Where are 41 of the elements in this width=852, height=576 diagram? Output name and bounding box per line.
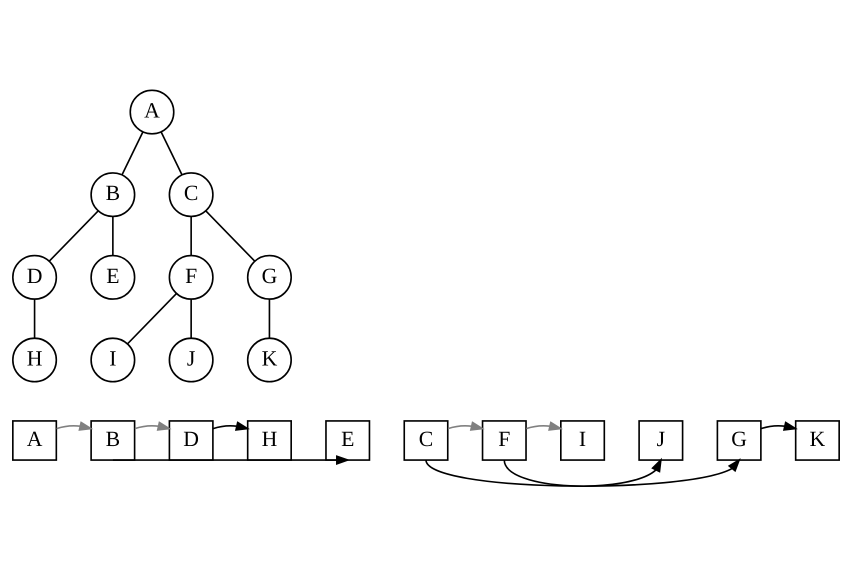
connector (160, 131, 183, 175)
arrow (760, 420, 798, 430)
node-circle: I (90, 336, 136, 382)
connector (34, 298, 36, 338)
node-circle: A (129, 89, 175, 134)
node-circle: H (12, 336, 58, 382)
node-box: E (325, 420, 370, 460)
node-circle: G (246, 254, 292, 300)
node-circle: D (12, 254, 58, 300)
node-box: F (482, 420, 527, 460)
node-box: C (403, 420, 449, 460)
node-circle: E (90, 254, 136, 300)
connector (205, 210, 256, 262)
node-box: J (638, 420, 684, 460)
node-box: H (246, 420, 292, 460)
arrow (526, 420, 563, 430)
arrow (448, 420, 485, 430)
node-box: I (560, 420, 606, 460)
node-box: G (716, 420, 762, 460)
arrow (112, 454, 350, 464)
node-circle: F (168, 254, 214, 300)
connector (190, 216, 192, 255)
node-box: K (794, 420, 840, 460)
arrow (56, 420, 94, 430)
connector (126, 292, 177, 344)
node-circle: J (168, 336, 214, 382)
node-box: D (168, 420, 214, 460)
connector (268, 298, 270, 338)
arrow (504, 457, 662, 486)
connector (121, 131, 144, 175)
arrow (212, 420, 250, 430)
node-circle: B (90, 172, 136, 217)
connector (112, 216, 114, 255)
node-circle: K (246, 336, 292, 382)
arrow (134, 420, 172, 430)
node-circle: C (168, 172, 214, 217)
connector (48, 210, 99, 262)
node-box: B (90, 420, 136, 460)
node-box: A (12, 420, 58, 460)
arrow (425, 458, 741, 486)
connector (190, 298, 192, 338)
